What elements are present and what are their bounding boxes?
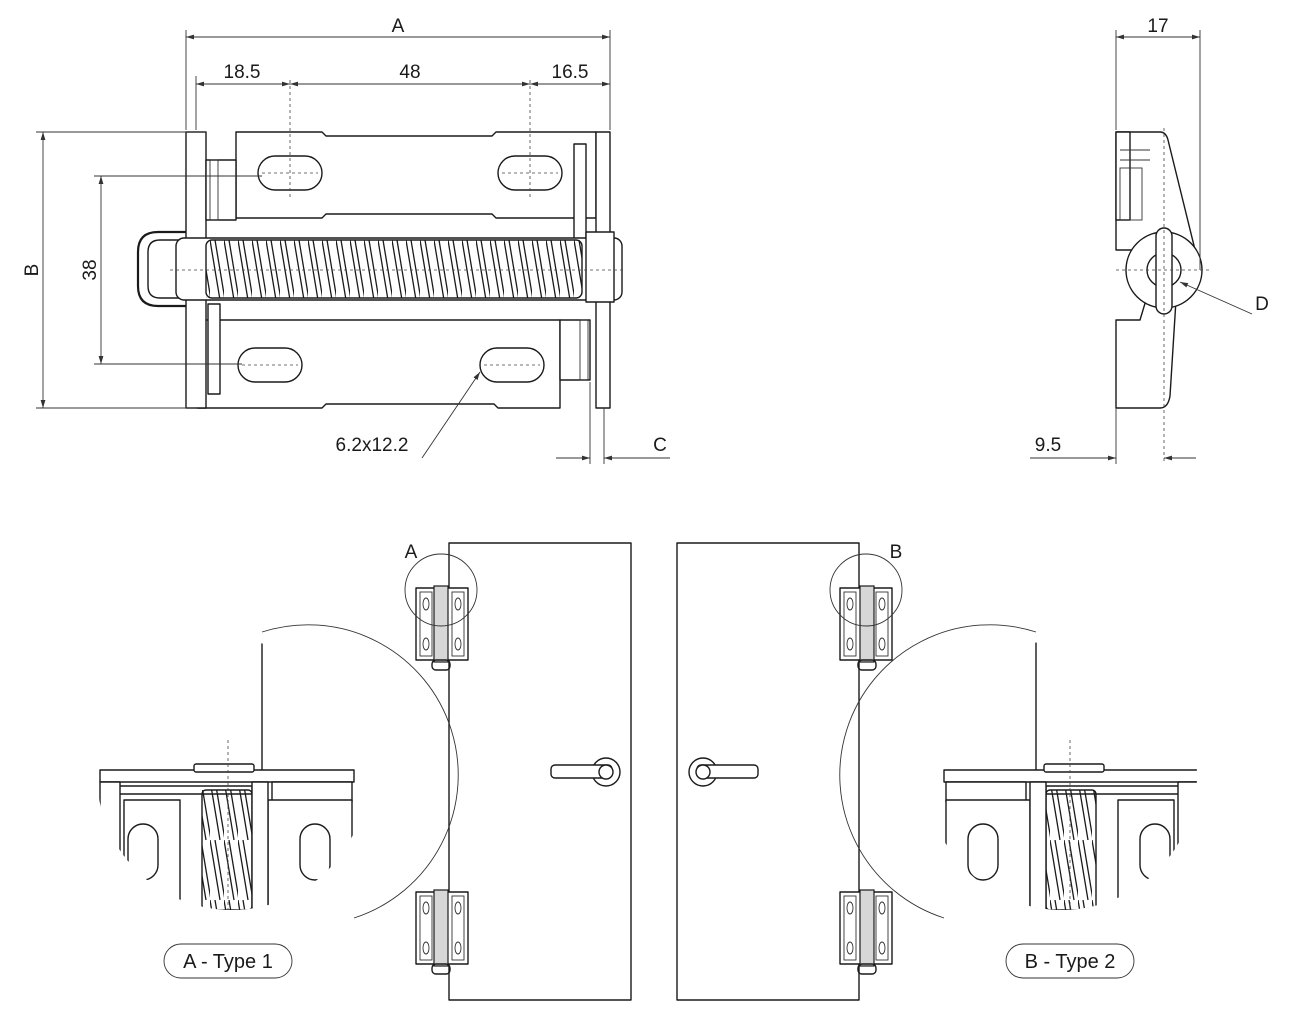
dim-17-label: 17 bbox=[1147, 16, 1168, 37]
callout-B-label: B bbox=[890, 542, 903, 563]
detail-A-caption-pill bbox=[163, 943, 293, 979]
slot-lower-left bbox=[237, 347, 303, 383]
door-right-hinge-upper bbox=[839, 585, 893, 671]
detail-B: B - Type 2 bbox=[839, 624, 1197, 979]
dim-38-label: 38 bbox=[80, 259, 101, 280]
callout-A-label: A bbox=[405, 542, 418, 563]
dim-48-label: 48 bbox=[399, 62, 420, 83]
detail-B-caption-pill bbox=[1005, 943, 1135, 979]
detail-A-caption: A - Type 1 bbox=[183, 951, 273, 973]
dim-B-label: B bbox=[22, 264, 43, 277]
slot-size-label: 6.2x12.2 bbox=[336, 435, 409, 456]
dim-18-5-label: 18.5 bbox=[224, 62, 261, 83]
slot-lower-right bbox=[479, 347, 545, 383]
detail-A: A - Type 1 bbox=[99, 624, 459, 979]
dim-A-label: A bbox=[392, 16, 405, 37]
door-right: B bbox=[676, 542, 903, 1001]
detail-B-caption: B - Type 2 bbox=[1025, 951, 1116, 973]
door-right-hinge-lower bbox=[839, 889, 893, 975]
door-left-hinge-upper bbox=[415, 585, 469, 671]
door-left-handle bbox=[550, 757, 621, 787]
dim-9-5-label: 9.5 bbox=[1035, 435, 1061, 456]
door-left: A bbox=[404, 542, 632, 1001]
side-view-dimensions: 17 9.5 D bbox=[1030, 16, 1269, 464]
door-left-hinge-lower bbox=[415, 889, 469, 975]
dim-C-label: C bbox=[653, 435, 667, 456]
callout-D-label: D bbox=[1255, 294, 1269, 315]
front-view-dimensions: A 18.5 48 16.5 B 38 C 6.2x12.2 bbox=[22, 16, 670, 464]
dim-16-5-label: 16.5 bbox=[552, 62, 589, 83]
side-view-hinge bbox=[1115, 128, 1210, 462]
door-right-handle bbox=[688, 757, 759, 787]
front-view-hinge bbox=[136, 80, 624, 409]
